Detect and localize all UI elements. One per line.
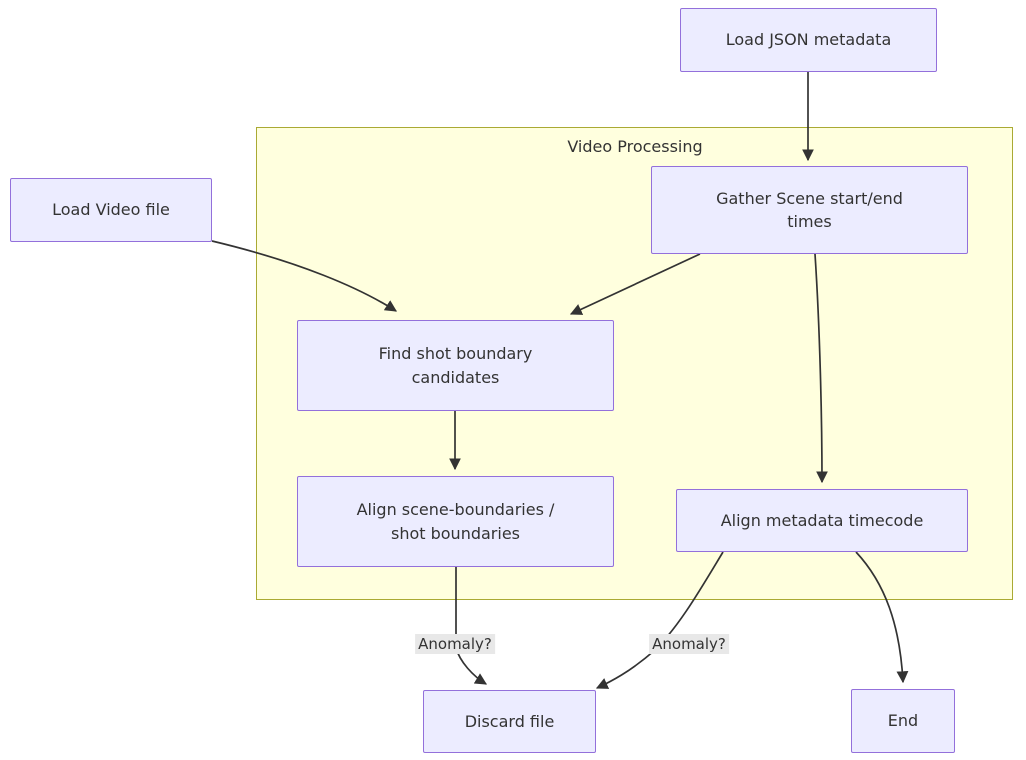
edge-label-anomaly-left: Anomaly? <box>415 634 495 654</box>
node-gather-scene-times[interactable]: Gather Scene start/end times <box>651 166 968 254</box>
node-load-video-file-line-1: Load Video file <box>52 200 170 220</box>
node-align-metadata-timecode-line-1: Align metadata timecode <box>720 510 924 530</box>
node-gather-scene-times-line-2: times <box>787 212 832 231</box>
subgraph-title-label: Video Processing <box>567 137 703 156</box>
node-end-line-1: End <box>887 711 919 731</box>
node-find-shot-boundary-candidates-line-2: candidates <box>411 367 500 387</box>
edge-label-anomaly-right: Anomaly? <box>649 634 729 654</box>
node-discard-file-line-1: Discard file <box>464 711 555 731</box>
node-align-scene-boundaries-line-1: Align scene-boundaries / <box>356 500 555 520</box>
node-find-shot-boundary-candidates[interactable]: Find shot boundary candidates <box>297 320 614 411</box>
node-find-shot-boundary-candidates-line-1: Find shot boundary <box>378 344 533 364</box>
node-end[interactable]: End <box>851 689 955 753</box>
node-discard-file[interactable]: Discard file <box>423 690 596 753</box>
node-load-json-metadata-line-1: Load JSON metadata <box>725 30 892 50</box>
node-align-scene-boundaries[interactable]: Align scene-boundaries / shot boundaries <box>297 476 614 567</box>
node-load-video-file[interactable]: Load Video file <box>10 178 212 242</box>
node-load-json-metadata[interactable]: Load JSON metadata <box>680 8 937 72</box>
node-align-scene-boundaries-line-2: shot boundaries <box>390 523 520 543</box>
node-align-metadata-timecode[interactable]: Align metadata timecode <box>676 489 968 552</box>
node-gather-scene-times-line-1: Gather Scene start/end <box>716 188 903 208</box>
